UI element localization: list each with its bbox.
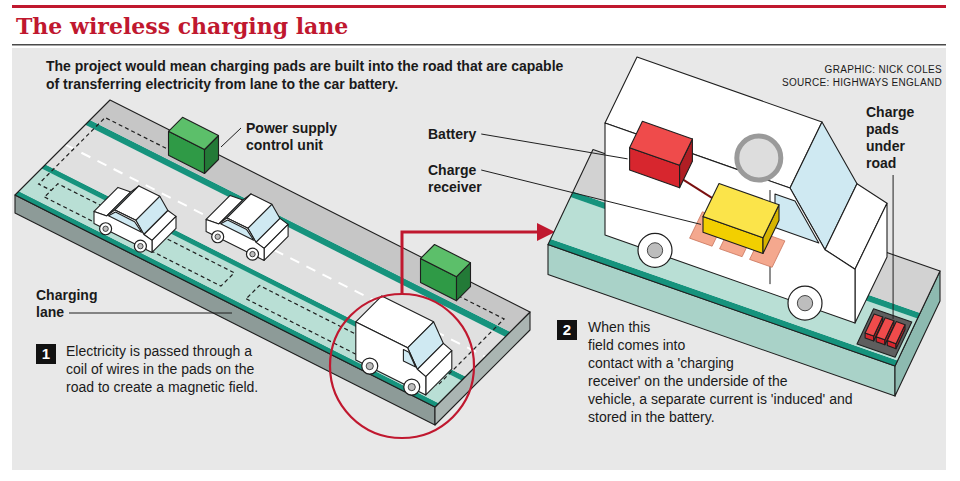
zoom-circle: [330, 294, 474, 438]
leader-line: [481, 170, 701, 224]
part-label-box: Charge receiver: [428, 162, 503, 196]
car-panel: [264, 224, 288, 260]
van-cutaway-window: [775, 194, 819, 243]
step-text: Electricity is passed through a coil of …: [66, 342, 261, 396]
part-label: Charge receiver: [428, 162, 503, 196]
van-hub: [366, 362, 373, 369]
car-wheel: [212, 231, 224, 243]
car-side: [206, 218, 264, 261]
car-wheel: [100, 223, 112, 235]
car-hub: [250, 251, 255, 256]
leader-line: [893, 175, 894, 319]
van-window: [403, 350, 415, 368]
leader-line: [69, 313, 232, 314]
coil-loop: [45, 184, 235, 286]
car-window: [221, 220, 254, 240]
part-label-box: Charging lane: [36, 287, 116, 321]
top-rule: [12, 5, 946, 8]
van-cutaway-wheel: [638, 233, 672, 267]
car-hub: [215, 234, 220, 239]
credit-box: GRAPHIC: NICK COLES: [762, 63, 942, 76]
supply-wire: [39, 118, 173, 191]
van-cutaway-panel: [855, 203, 887, 323]
lane-marking: [65, 145, 485, 357]
callout-box: 2: [557, 320, 577, 340]
van-hub: [408, 383, 415, 390]
battery: [630, 121, 693, 187]
callout-box: 1: [36, 344, 56, 364]
leader-line: [481, 134, 627, 159]
van-cutaway-hub: [797, 296, 812, 311]
caption: The project would mean charging pads are…: [46, 57, 566, 93]
credit: GRAPHIC: NICK COLES: [762, 63, 942, 76]
part-label: Battery: [428, 126, 492, 143]
road: [15, 100, 530, 425]
power-unit: [169, 117, 219, 173]
step-text-box: When this field comes into contact with …: [588, 318, 933, 426]
car: [206, 194, 288, 261]
road-front-face: [15, 195, 435, 425]
power-unit-top: [169, 117, 219, 149]
title: The wireless charging lane: [16, 12, 348, 40]
battery-top: [630, 121, 693, 165]
spare-wheel: [737, 136, 781, 180]
car: [94, 186, 176, 253]
van-wheel: [362, 358, 378, 374]
van-cutaway-hub: [647, 243, 662, 258]
van-panel: [426, 351, 452, 395]
power-unit-top: [421, 245, 471, 277]
callout-number: 2: [562, 320, 572, 340]
road-outline: [15, 100, 530, 407]
panel-ground: [12, 48, 946, 470]
charge-pad-top: [887, 322, 905, 344]
leader-lines: [69, 128, 893, 319]
step-text-box: Electricity is passed through a coil of …: [66, 342, 261, 396]
van-wheel: [404, 379, 420, 395]
charge-receiver-top: [703, 184, 779, 238]
road-band: [45, 125, 505, 377]
van-cutaway-side: [605, 123, 855, 323]
step-text: When this field comes into contact with …: [588, 318, 933, 426]
pad-trench: [857, 309, 912, 358]
callout-number: 1: [41, 344, 51, 364]
part-label: Charge pads under road: [866, 104, 928, 172]
car-panel: [152, 216, 176, 252]
title-rule: [12, 44, 946, 46]
credit: SOURCE: HIGHWAYS ENGLAND: [762, 76, 942, 89]
part-label: Charging lane: [36, 287, 116, 321]
power-unit: [421, 245, 471, 301]
car-hub: [138, 243, 143, 248]
van-cutaway-wheel: [788, 286, 822, 320]
part-label-box: Power supply control unit: [246, 120, 371, 154]
leader-line: [221, 128, 241, 147]
zoom-arrow: [402, 232, 540, 294]
van-side: [356, 322, 426, 395]
van-cutaway: [605, 57, 887, 323]
part-label-box: Battery: [428, 126, 492, 143]
charge-receiver: [703, 184, 779, 254]
car-window: [109, 212, 142, 232]
car-wheel: [134, 240, 146, 252]
car-side: [94, 210, 152, 253]
part-label: Power supply control unit: [246, 120, 371, 154]
van: [356, 296, 452, 395]
credit-box: SOURCE: HIGHWAYS ENGLAND: [762, 76, 942, 89]
car-wheel: [247, 248, 259, 260]
road-band: [90, 100, 530, 332]
car-hub: [103, 226, 108, 231]
charge-pad: [887, 322, 905, 349]
part-label-box: Charge pads under road: [866, 104, 928, 172]
